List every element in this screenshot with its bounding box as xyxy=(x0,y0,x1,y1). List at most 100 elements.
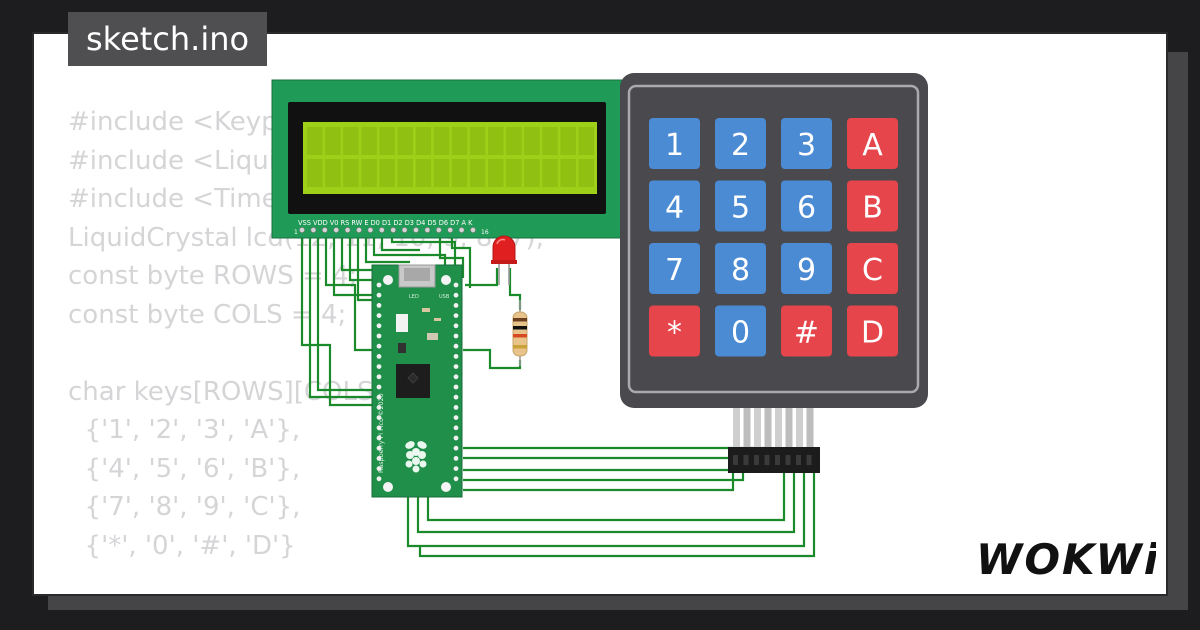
header-slot xyxy=(733,455,738,465)
wokwi-logo: WOKWi xyxy=(976,535,1156,582)
mounting-hole xyxy=(383,275,393,285)
lcd-pin xyxy=(299,227,305,233)
lcd-pin xyxy=(344,227,351,233)
keypad-key-label: 8 xyxy=(731,253,750,288)
resistor[interactable] xyxy=(512,300,528,366)
keypad-key-9[interactable]: 9 xyxy=(781,243,832,294)
code-line: {'7', '8', '9', 'C'}, xyxy=(68,492,301,522)
keypad-key-8[interactable]: 8 xyxy=(715,243,766,294)
keypad-key-4[interactable]: 4 xyxy=(649,180,700,232)
lcd-cell xyxy=(469,159,486,187)
lcd-cell xyxy=(578,159,594,187)
lcd-cell xyxy=(488,159,504,187)
pico-pin xyxy=(376,415,382,420)
keypad-key-label: 0 xyxy=(731,316,750,351)
keypad-key-7[interactable]: 7 xyxy=(649,243,700,294)
lcd-pin xyxy=(435,227,442,233)
lcd-cell xyxy=(469,127,486,155)
lcd-cell xyxy=(451,127,468,155)
file-name-tab[interactable]: sketch.ino xyxy=(68,12,268,66)
keypad-key-#[interactable]: # xyxy=(781,305,832,357)
keypad-key-label: 3 xyxy=(797,128,816,163)
pico-pin xyxy=(376,445,382,451)
pico-pin xyxy=(453,384,459,390)
ribbon-strip xyxy=(754,408,761,448)
keypad-key-0[interactable]: 0 xyxy=(715,305,766,357)
wokwi-logo-text: WOKWi xyxy=(976,535,1156,582)
code-line: {'1', '2', '3', 'A'}, xyxy=(68,415,301,445)
pico-pin xyxy=(453,394,459,400)
pico-pin xyxy=(453,323,459,329)
pico-pin xyxy=(453,333,459,339)
code-line: {'*', '0', '#', 'D'} xyxy=(68,530,296,561)
pico-pin xyxy=(376,292,382,298)
lcd-cell xyxy=(343,159,359,187)
raspberry-pi-pico-board[interactable]: LED USB Raspberry Pi Pico ©2020 xyxy=(371,264,463,498)
keypad-key-label: 9 xyxy=(797,253,816,288)
bootsel-button[interactable] xyxy=(396,314,408,332)
lcd-pin xyxy=(424,227,431,233)
keypad-key-5[interactable]: 5 xyxy=(715,180,766,232)
keypad-key-D[interactable]: D xyxy=(847,305,898,357)
pico-pin xyxy=(376,405,382,410)
lcd-pin xyxy=(458,227,465,233)
lcd-cell xyxy=(524,127,540,155)
keypad-key-B[interactable]: B xyxy=(847,180,898,232)
lcd-pin xyxy=(447,227,454,233)
lcd-cell xyxy=(542,127,558,155)
lcd-cell xyxy=(524,159,540,187)
keypad-key-label: 6 xyxy=(797,191,816,226)
header-slot xyxy=(754,455,759,465)
lcd-cell xyxy=(397,159,413,187)
lcd-cell xyxy=(307,159,323,187)
keypad-key-A[interactable]: A xyxy=(847,118,898,169)
lcd-cell xyxy=(488,127,504,155)
lcd-pin xyxy=(413,227,419,233)
led-silkscreen: LED xyxy=(409,294,419,300)
board-side-label: Raspberry Pi Pico ©2020 xyxy=(377,393,385,473)
keypad-key-label: B xyxy=(862,191,883,226)
keypad-key-6[interactable]: 6 xyxy=(781,180,832,232)
lcd-cell xyxy=(433,159,450,187)
lcd-pin-1-label: 1 xyxy=(294,229,298,236)
keypad-key-C[interactable]: C xyxy=(847,243,898,294)
keypad-key-1[interactable]: 1 xyxy=(649,118,700,169)
lcd-display[interactable]: VSS VDD V0 RS RW E D0 D1 D2 D3 D4 D5 D6 … xyxy=(271,79,623,239)
header-slot xyxy=(785,455,791,465)
red-led[interactable] xyxy=(491,235,517,285)
lcd-cell xyxy=(325,159,341,187)
header-slot xyxy=(743,455,749,465)
lcd-pin xyxy=(367,227,374,233)
lcd-pin xyxy=(310,227,317,233)
pico-pin xyxy=(453,364,459,369)
lcd-cell xyxy=(343,127,359,155)
keypad-key-*[interactable]: * xyxy=(649,305,700,357)
header-slot xyxy=(806,455,812,465)
lcd-pin xyxy=(390,227,397,233)
keypad-key-label: 7 xyxy=(665,253,684,288)
keypad-key-label: * xyxy=(667,316,682,351)
keypad-ribbon-cable xyxy=(733,408,814,448)
pico-pin xyxy=(453,466,459,471)
pico-pin xyxy=(453,435,459,441)
lcd-cell xyxy=(560,159,576,187)
header-slot xyxy=(775,455,780,465)
ribbon-strip xyxy=(806,408,814,448)
lcd-pin xyxy=(401,227,408,233)
pico-pin xyxy=(376,323,382,329)
keypad-key-label: 4 xyxy=(665,191,684,226)
pico-pin xyxy=(376,364,382,369)
pico-pin xyxy=(376,282,382,288)
lcd-character-grid xyxy=(307,127,594,187)
pico-pin xyxy=(453,374,459,380)
lcd-cell xyxy=(307,127,323,155)
keypad-key-label: 2 xyxy=(731,128,750,163)
keypad-key-3[interactable]: 3 xyxy=(781,118,832,169)
keypad-key-2[interactable]: 2 xyxy=(715,118,766,169)
keypad-key-label: A xyxy=(862,128,883,163)
lcd-cell xyxy=(379,159,395,187)
header-slot xyxy=(764,455,770,465)
